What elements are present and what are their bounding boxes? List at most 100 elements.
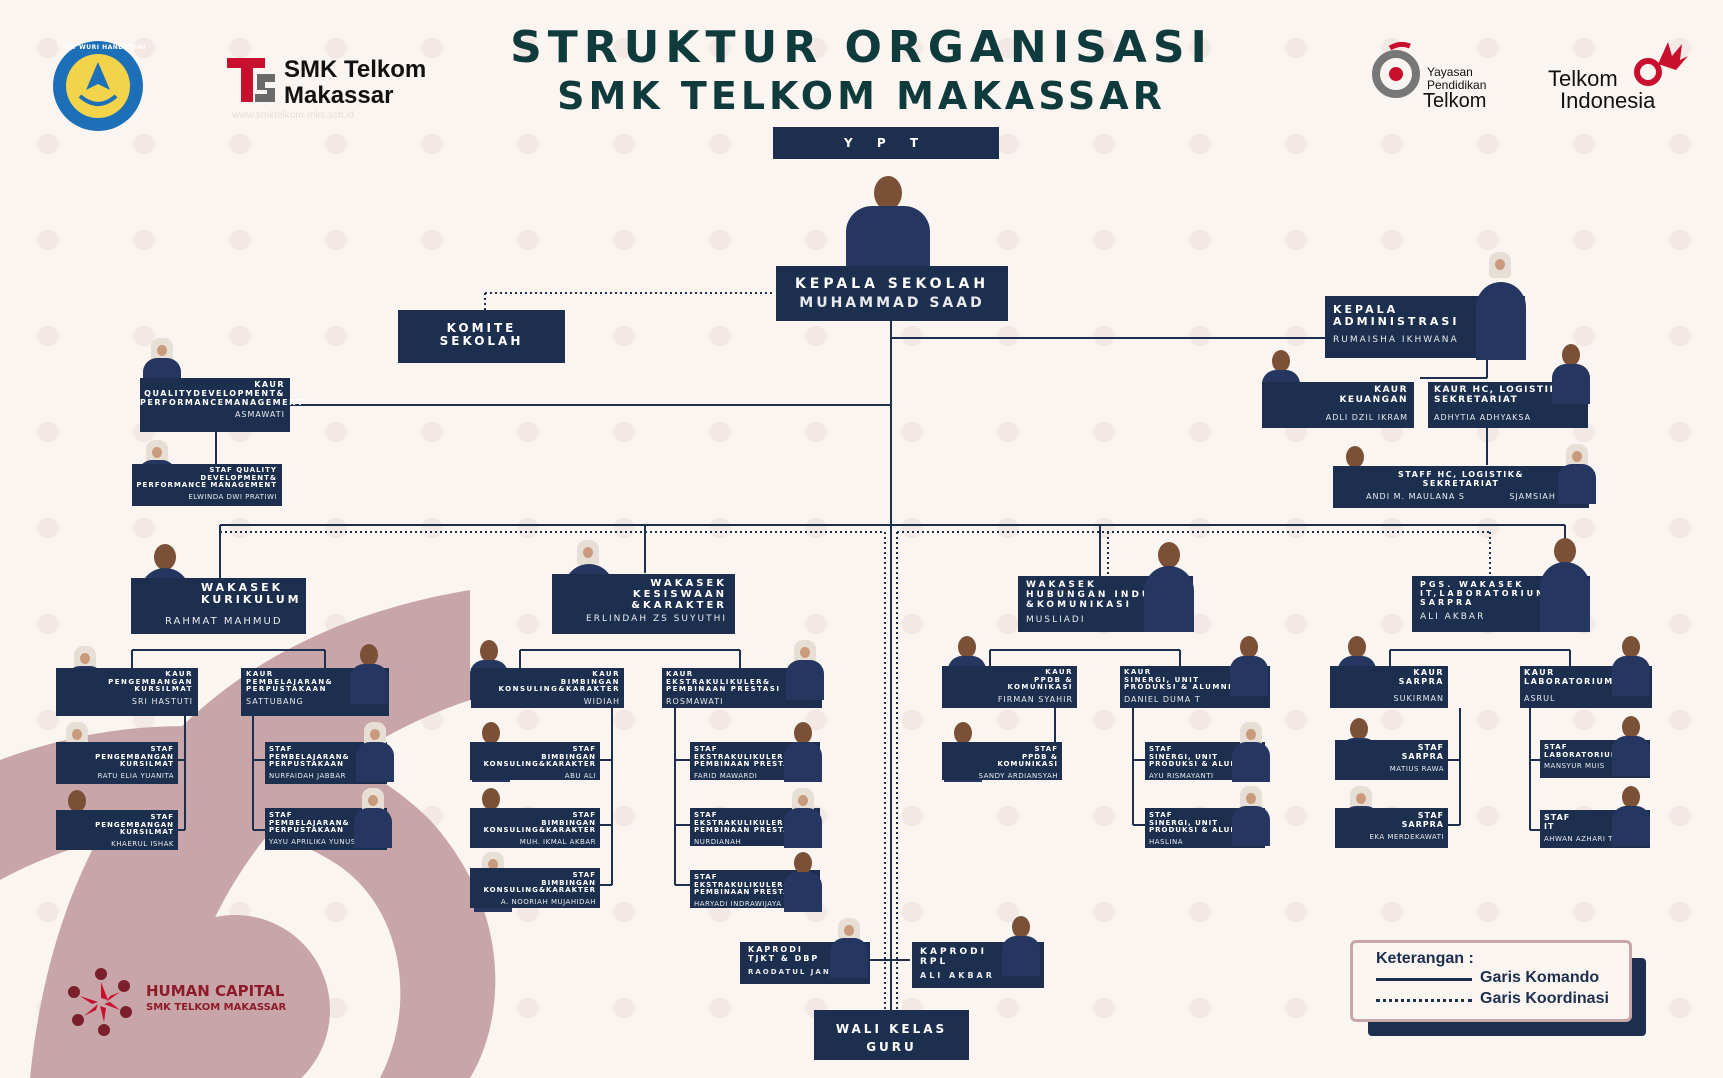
ypt-logo-line3: Telkom	[1423, 90, 1487, 112]
staf-it-name: AHWAN AZHARI TAHIR	[1544, 834, 1632, 843]
staff-hc-photo-2	[1558, 444, 1596, 504]
kepsek-role: KEPALA SEKOLAH	[794, 276, 990, 292]
staff-qd-name: ELWINDA DWI PRATIWI	[188, 493, 277, 502]
staf-sarpra1-name: MATIUS RAWA	[1389, 764, 1444, 773]
staf-bk3-name: A. NOORIAH MUJAHIDAH	[500, 898, 596, 907]
telkom-logo-icon	[1634, 42, 1688, 86]
smk-logo-line1: SMK Telkom	[284, 56, 427, 83]
staf-sarpra1-box: STAF SARPRA MATIUS RAWA	[1335, 740, 1448, 780]
staff-hc-box: STAFF HC, LOGISTIK& SEKRETARIAT ANDI M. …	[1333, 466, 1589, 508]
kaur-sin-role: KAUR SINERGI, UNIT PRODUKSI & ALUMNI	[1124, 668, 1233, 692]
wks-it-role: PGS. WAKASEK IT,LABORATORIUM& SARPRA	[1420, 580, 1558, 607]
staf-it-photo	[1612, 786, 1650, 846]
staf-sarpra1-role: STAF SARPRA	[1401, 743, 1444, 761]
kaur-sin-name: DANIEL DUMA T	[1124, 695, 1201, 705]
staf-pp1-name: NURFAIDAH JABBAR	[269, 772, 346, 781]
staf-bk1-name: ABU ALI	[564, 772, 596, 781]
page-title-line2: SMK TELKOM MAKASSAR	[557, 74, 1166, 118]
staf-bk1-role: STAF BIMBINGAN KONSULING&KARAKTER	[483, 745, 596, 769]
staf-bk3-role: STAF BIMBINGAN KONSULING&KARAKTER	[483, 871, 596, 895]
legend-komando-line	[1376, 978, 1472, 981]
kaur-bk-role: KAUR BIMBINGAN KONSULING&KARAKTER	[498, 670, 620, 694]
telkom-logo-line2: Indonesia	[1560, 88, 1656, 113]
staf-ppdb-role: STAF PPDB & KOMUNIKASI	[997, 745, 1058, 769]
staf-ek3-name: HARYADI INDRAWIJAYA	[694, 900, 782, 909]
staf-pk2-name: KHAERUL ISHAK	[111, 840, 174, 849]
kaprodi-rpl-photo	[1002, 916, 1040, 976]
wali-kelas-box: WALI KELAS GURU	[814, 1010, 969, 1060]
staf-pp1-role: STAF PEMBELAJARAN& PERPUSTAKAAN	[269, 745, 350, 769]
kadm-photo	[1476, 252, 1526, 360]
staf-sarpra2-name: EKA MERDEKAWATI	[1369, 832, 1444, 841]
staf-sin2-role: STAF SINERGI, UNIT PRODUKSI & ALUMNI	[1149, 811, 1249, 835]
tut-wuri-text: TUT WURI HANDAYANI	[62, 44, 146, 51]
staf-pp2-role: STAF PEMBELAJARAN& PERPUSTAKAAN	[269, 811, 350, 835]
smk-telkom-logo-icon	[227, 58, 275, 102]
staf-ppdb-name: SANDY ARDIANSYAH	[978, 772, 1058, 781]
ypt-box: Y P T	[773, 127, 999, 159]
staff-hc-name-2: SJAMSIAH	[1509, 491, 1556, 501]
staf-pk1-name: RATU ELIA YUANITA	[97, 772, 174, 781]
staf-bk2-name: MUH. IKMAL AKBAR	[519, 838, 596, 847]
kaur-ek-photo	[786, 640, 824, 700]
kaur-bk-name: WIDIAH	[583, 697, 620, 707]
kaur-pk-box: KAUR PENGEMBANGAN KURSILMAT SRI HASTUTI	[56, 668, 198, 716]
staf-sin1-photo	[1232, 722, 1270, 782]
kaur-ek-name: ROSMAWATI	[666, 697, 724, 707]
kaur-pk-role: KAUR PENGEMBANGAN KURSILMAT	[108, 670, 193, 694]
staf-sarpra2-box: STAF SARPRA EKA MERDEKAWATI	[1335, 808, 1448, 848]
page-title-line1: STRUKTUR ORGANISASI	[510, 22, 1213, 73]
staff-qd-role: STAF QUALITY DEVELOPMENT& PERFORMANCE MA…	[136, 466, 277, 490]
hc-role: KAUR HC, LOGISTIK& SEKRETARIAT	[1434, 385, 1568, 405]
legend-komando-label: Garis Komando	[1480, 969, 1600, 986]
wali-kelas-role: WALI KELAS GURU	[835, 1022, 948, 1054]
staf-bk3-box: STAF BIMBINGAN KONSULING&KARAKTER A. NOO…	[470, 868, 600, 908]
staf-ek2-photo	[784, 788, 822, 848]
kaur-sarpra-name: SUKIRMAN	[1393, 693, 1444, 703]
staf-ek3-role: STAF EKSTRAKULIKULER& PEMBINAAN PRESTASI	[694, 873, 800, 897]
kaprodi-rpl-role: KAPRODI RPL	[920, 947, 987, 967]
staf-ek2-name: NURDIANAH	[694, 838, 742, 847]
staf-sin2-name: HASLINA	[1149, 838, 1183, 847]
kaur-pk-name: SRI HASTUTI	[131, 697, 193, 707]
kaur-ppdb-name: FIRMAN SYAHIR	[997, 695, 1073, 705]
kaur-sarpra-box: KAUR SARPRA SUKIRMAN	[1330, 666, 1448, 708]
kaur-lab-name: ASRUL	[1524, 693, 1556, 703]
staf-ek1-photo	[784, 722, 822, 782]
smk-logo-url: www.smktelkom-mks.sch.id	[232, 110, 355, 121]
staf-pk1-role: STAF PENGEMBANGAN KURSILMAT	[95, 745, 174, 769]
human-capital-logo-icon	[68, 968, 132, 1036]
staf-lab-photo	[1612, 716, 1650, 776]
kaur-lab-photo	[1612, 636, 1650, 696]
tut-wuri-logo	[53, 41, 143, 131]
staf-sin1-role: STAF SINERGI, UNIT PRODUKSI & ALUMNI	[1149, 745, 1249, 769]
kepsek-name: MUHAMMAD SAAD	[799, 295, 985, 312]
legend-title: Keterangan :	[1376, 950, 1474, 967]
wks-kes-role: WAKASEK KESISWAAN &KARAKTER	[631, 578, 727, 611]
wks-kur-name: RAHMAT MAHMUD	[165, 616, 283, 628]
kaprodi-tjkt-role: KAPRODI TJKT & DBP	[748, 945, 820, 963]
wks-it-name: ALI AKBAR	[1420, 612, 1486, 623]
staf-ek1-name: FARID MAWARDI	[694, 772, 758, 781]
qd-name: ASMAWATI	[234, 410, 285, 420]
legend-card	[1350, 940, 1632, 1022]
keu-box: KAUR KEUANGAN ADLI DZIL IKRAM	[1262, 382, 1414, 428]
kaur-ek-role: KAUR EKSTRAKULIKULER& PEMBINAAN PRESTASI	[666, 670, 781, 694]
staf-pk2-role: STAF PENGEMBANGAN KURSILMAT	[95, 813, 174, 837]
staff-hc-name-1: ANDI M. MAULANA S	[1366, 491, 1466, 501]
ypt-logo-line1: Yayasan	[1427, 65, 1473, 79]
kaur-bk-box: KAUR BIMBINGAN KONSULING&KARAKTER WIDIAH	[471, 668, 624, 708]
kaprodi-rpl-name: ALI AKBAR	[920, 970, 995, 980]
staf-it-role: STAF IT	[1544, 813, 1571, 831]
wks-hub-name: MUSLIADI	[1026, 614, 1086, 625]
hc-name: ADHYTIA ADHYAKSA	[1434, 412, 1532, 422]
kaur-ppdb-box: KAUR PPDB & KOMUNIKASI FIRMAN SYAHIR	[942, 666, 1077, 708]
kepsek-box: KEPALA SEKOLAH MUHAMMAD SAAD	[776, 266, 1008, 321]
staf-bk2-role: STAF BIMBINGAN KONSULING&KARAKTER	[483, 811, 596, 835]
kadm-role: KEPALA ADMINISTRASI	[1333, 303, 1460, 329]
human-capital-line1: HUMAN CAPITAL	[146, 982, 285, 1000]
kaprodi-tjkt-photo	[830, 918, 868, 978]
